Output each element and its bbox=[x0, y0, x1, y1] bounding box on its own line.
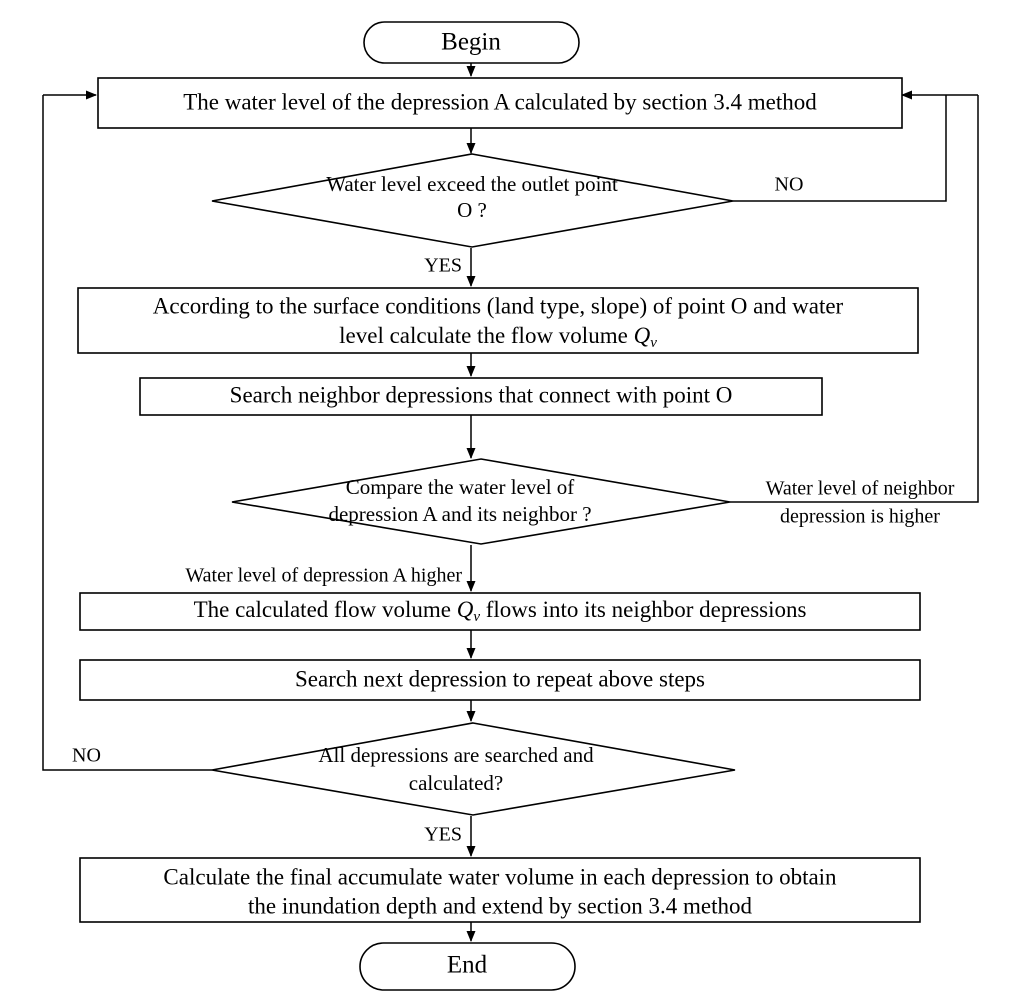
node-compare-levels-label-line1: Compare the water level of bbox=[346, 475, 575, 499]
edge-label-all-searched-yes: YES bbox=[424, 824, 462, 846]
node-final-calc-label-line2: the inundation depth and extend by secti… bbox=[248, 893, 752, 918]
node-all-searched-shape[interactable] bbox=[211, 722, 736, 816]
connector-allsearched-no-loop bbox=[42, 95, 212, 771]
node-all-searched-label-line1: All depressions are searched and bbox=[318, 743, 594, 767]
connector-outlet-no-loop bbox=[733, 95, 947, 202]
flow-volume-symbol-subscript: v bbox=[650, 335, 657, 351]
flows-into-text-suffix: flows into its neighbor depressions bbox=[480, 597, 806, 622]
node-flow-volume-label-line2: level calculate the flow volume Qv bbox=[339, 323, 657, 351]
edge-label-neighbor-higher-line1: Water level of neighbor bbox=[766, 478, 955, 500]
node-all-searched-label-line2: calculated? bbox=[409, 771, 503, 795]
node-water-level-calc-label: The water level of the depression A calc… bbox=[183, 89, 817, 114]
node-end-label: End bbox=[447, 952, 488, 979]
edge-label-all-searched-no: NO bbox=[72, 745, 101, 767]
flows-into-symbol-q: Q bbox=[457, 597, 474, 622]
node-begin-shape[interactable] bbox=[363, 21, 580, 64]
flows-into-symbol-subscript: v bbox=[473, 609, 480, 625]
node-compare-levels-shape[interactable] bbox=[231, 458, 731, 545]
flows-into-text-prefix: The calculated flow volume bbox=[194, 597, 457, 622]
node-outlet-check-shape[interactable] bbox=[211, 153, 734, 248]
node-search-next-shape[interactable] bbox=[79, 659, 921, 701]
node-flow-volume-label-line1: According to the surface conditions (lan… bbox=[153, 293, 844, 318]
edge-label-outlet-yes: YES bbox=[424, 255, 462, 277]
edge-label-outlet-no: NO bbox=[775, 174, 804, 196]
flow-volume-symbol-q: Q bbox=[634, 323, 651, 348]
node-search-neighbor-shape[interactable] bbox=[139, 377, 823, 416]
connector-neighbor-higher-loop bbox=[730, 95, 979, 503]
node-search-neighbor-label: Search neighbor depressions that connect… bbox=[230, 382, 733, 407]
node-flows-into-neighbor-label: The calculated flow volume Qv flows into… bbox=[194, 597, 807, 625]
edge-label-depression-a-higher: Water level of depression A higher bbox=[185, 565, 462, 587]
edge-label-neighbor-higher-line2: depression is higher bbox=[780, 506, 940, 528]
node-begin-label: Begin bbox=[441, 29, 501, 56]
node-flows-into-neighbor-shape[interactable] bbox=[79, 592, 921, 631]
node-final-calc-label-line1: Calculate the final accumulate water vol… bbox=[163, 864, 837, 889]
flow-volume-text-prefix: level calculate the flow volume bbox=[339, 323, 633, 348]
node-water-level-calc-shape[interactable] bbox=[97, 77, 903, 129]
node-flow-volume-shape[interactable] bbox=[77, 287, 919, 354]
node-outlet-check-label-line2: O ? bbox=[457, 198, 487, 222]
node-search-next-label: Search next depression to repeat above s… bbox=[295, 666, 705, 691]
node-end-shape[interactable] bbox=[359, 942, 576, 991]
node-outlet-check-label-line1: Water level exceed the outlet point bbox=[326, 172, 618, 196]
node-final-calc-shape[interactable] bbox=[79, 857, 921, 923]
node-compare-levels-label-line2: depression A and its neighbor ? bbox=[328, 502, 591, 526]
